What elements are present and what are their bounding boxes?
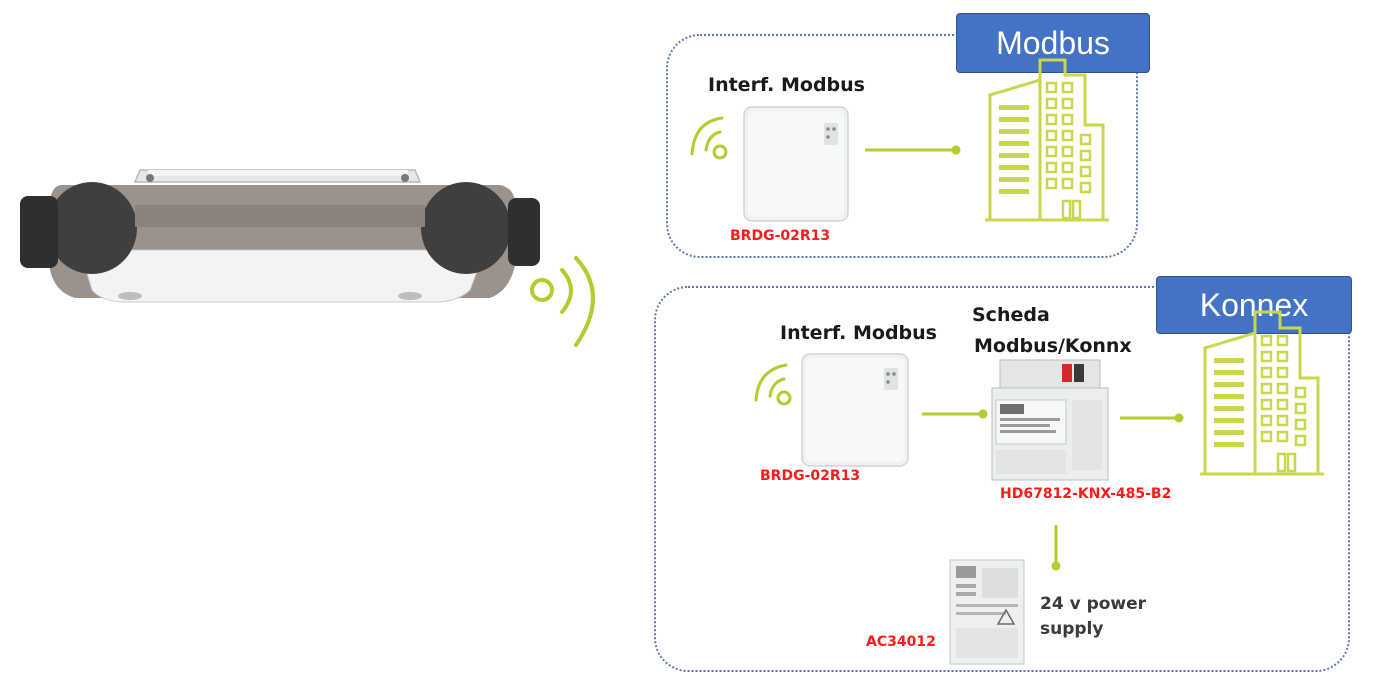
interface-module-icon (743, 106, 849, 222)
card-title-line1: Scheda (972, 304, 1050, 326)
modbus-tag: Modbus (956, 13, 1150, 73)
modbus-connection-arrow (865, 145, 961, 155)
modbus-device-code: BRDG-02R13 (730, 228, 831, 244)
ventilation-unit-icon (20, 169, 540, 303)
konnex-device-code: BRDG-02R13 (760, 468, 861, 484)
modbus-panel-frame (666, 34, 1138, 258)
building-icon (985, 58, 1109, 222)
wireless-signal-icon (754, 363, 792, 406)
wireless-signal-icon (530, 256, 595, 347)
din-rail-module-icon (991, 359, 1109, 481)
card-to-psu-arrow (1051, 525, 1061, 571)
card-code: HD67812-KNX-485-B2 (1000, 486, 1172, 502)
card-title-line2: Modbus/Konnx (974, 335, 1132, 357)
wireless-signal-icon (690, 116, 728, 160)
konnex-panel-frame (654, 286, 1350, 672)
modbus-device-title: Interf. Modbus (708, 74, 865, 96)
psu-code: AC34012 (866, 634, 936, 650)
psu-label-line2: supply (1040, 619, 1104, 639)
psu-label-line1: 24 v power (1040, 594, 1147, 614)
interface-to-card-arrow (922, 409, 988, 419)
building-icon (1200, 310, 1324, 476)
interface-module-icon (801, 353, 909, 467)
konnex-device-title: Interf. Modbus (780, 322, 937, 344)
power-supply-icon (949, 559, 1025, 665)
card-to-building-arrow (1120, 413, 1184, 423)
